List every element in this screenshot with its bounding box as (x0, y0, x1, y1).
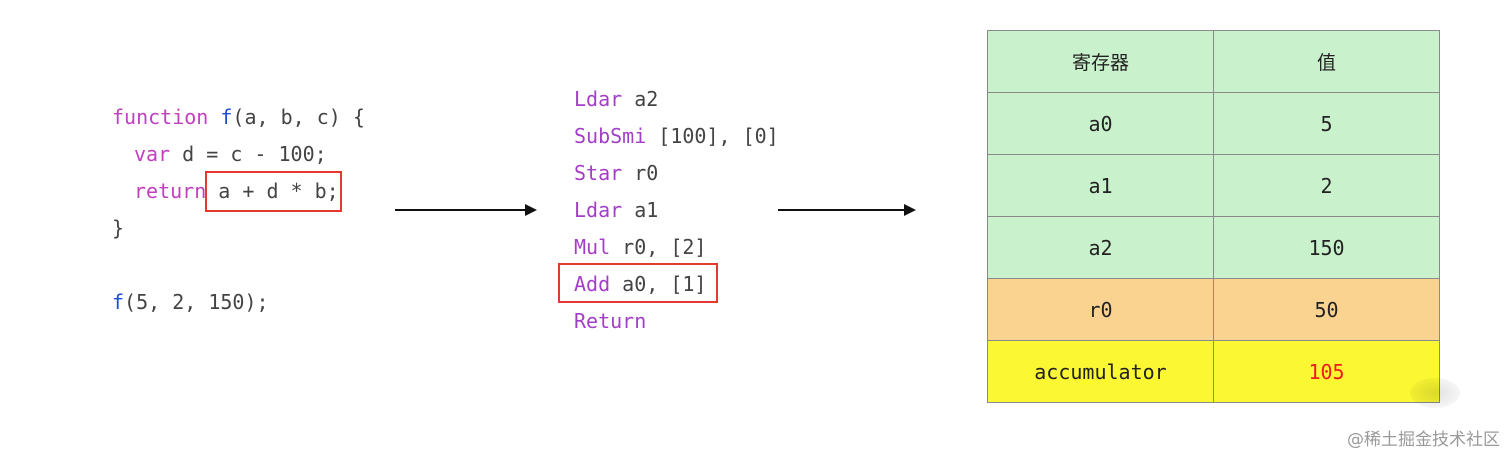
table-row: a2 150 (987, 216, 1440, 279)
register-value: 150 (1213, 216, 1440, 279)
arrow-right-icon (395, 204, 537, 216)
code-line-2: var d = c - 100; (134, 136, 327, 173)
keyword-function: function (112, 105, 209, 129)
return-expression-highlight (205, 171, 342, 212)
bytecode-args: a0, [1] (610, 272, 707, 296)
header-register: 寄存器 (987, 30, 1214, 93)
register-name: a0 (987, 92, 1214, 155)
accumulator-value: 105 (1213, 340, 1440, 403)
table-row: a1 2 (987, 154, 1440, 217)
bytecode-args: a1 (622, 198, 659, 222)
register-name: a1 (987, 154, 1214, 217)
bytecode-line-highlighted: Add a0, [1] (574, 266, 706, 303)
table-header-row: 寄存器 值 (987, 30, 1440, 93)
register-value: 50 (1213, 278, 1440, 341)
var-statement: d = c - 100; (170, 142, 327, 166)
bytecode-args: r0, [2] (610, 235, 707, 259)
bytecode-op: Return (574, 309, 647, 333)
keyword-var: var (134, 142, 171, 166)
bytecode-op: Mul (574, 235, 611, 259)
bytecode-args: [100], [0] (646, 124, 779, 148)
code-line-1: function f(a, b, c) { (112, 99, 365, 136)
bytecode-op: Ldar (574, 198, 623, 222)
bytecode-op: SubSmi (574, 124, 647, 148)
bytecode-line: Ldar a1 (574, 192, 658, 229)
corner-shadow (1410, 378, 1460, 408)
closing-brace: } (112, 216, 125, 240)
code-line-4: } (112, 210, 124, 247)
watermark: @稀土掘金技术社区 (1347, 430, 1500, 450)
bytecode-args: r0 (622, 161, 659, 185)
bytecode-line: SubSmi [100], [0] (574, 118, 779, 155)
register-table: 寄存器 值 a0 5 a1 2 a2 150 r0 50 accumulator… (987, 30, 1440, 403)
table-row-accumulator: accumulator 105 (987, 340, 1440, 403)
register-value: 5 (1213, 92, 1440, 155)
table-row: r0 50 (987, 278, 1440, 341)
arrow-right-icon (778, 204, 916, 216)
bytecode-line: Star r0 (574, 155, 658, 192)
call-function-name: f (112, 290, 125, 314)
register-name: a2 (987, 216, 1214, 279)
code-line-call: f(5, 2, 150); (112, 284, 269, 321)
source-code: function f(a, b, c) { var d = c - 100; r… (112, 99, 372, 359)
function-name: f (220, 105, 233, 129)
register-name: accumulator (987, 340, 1214, 403)
register-name: r0 (987, 278, 1214, 341)
code-line-3: return a + d * b; (134, 173, 339, 210)
bytecode-op: Star (574, 161, 623, 185)
header-value: 值 (1213, 30, 1440, 93)
return-expression: a + d * b; (218, 179, 339, 203)
call-arguments: (5, 2, 150); (124, 290, 269, 314)
bytecode-op: Add (574, 272, 611, 296)
table-row: a0 5 (987, 92, 1440, 155)
bytecode-op: Ldar (574, 87, 623, 111)
bytecode-listing: Ldar a2 SubSmi [100], [0] Star r0 Ldar a… (574, 81, 784, 341)
function-params: (a, b, c) { (232, 105, 365, 129)
keyword-return: return (134, 179, 207, 203)
bytecode-args: a2 (622, 87, 659, 111)
bytecode-line: Mul r0, [2] (574, 229, 706, 266)
bytecode-line: Ldar a2 (574, 81, 658, 118)
register-value: 2 (1213, 154, 1440, 217)
add-instruction-highlight (558, 263, 718, 303)
bytecode-line: Return (574, 303, 646, 340)
